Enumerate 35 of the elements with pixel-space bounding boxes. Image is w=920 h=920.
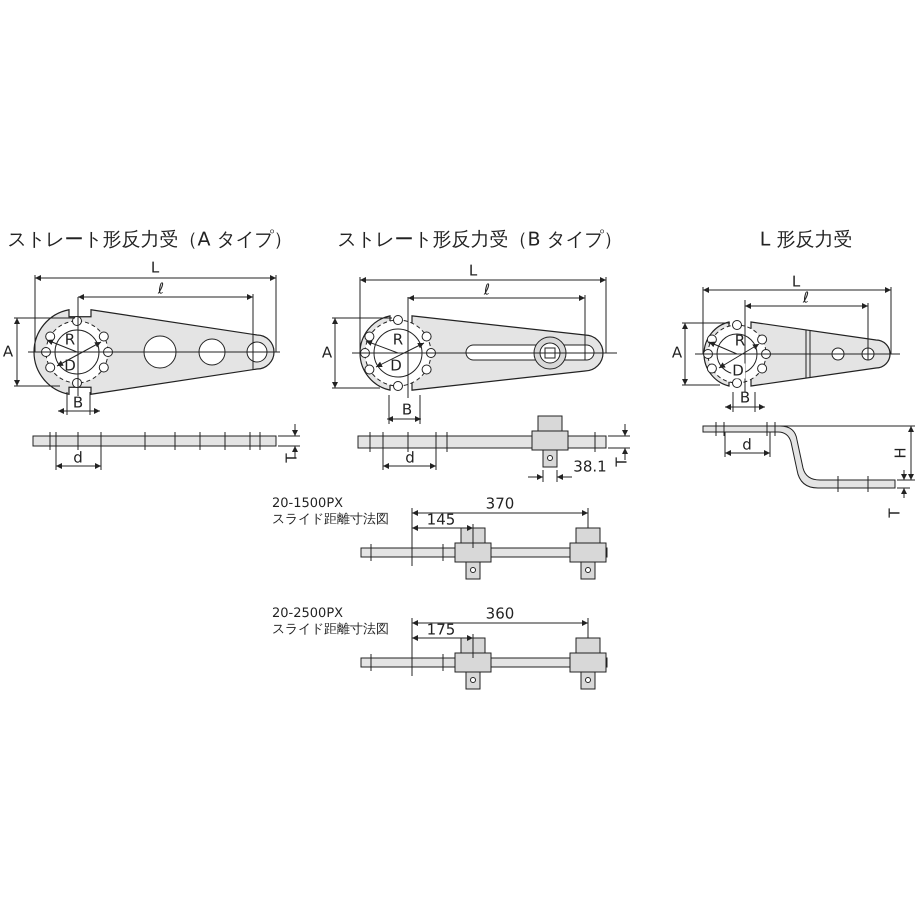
dimension-label: B	[72, 396, 84, 410]
dimension-label: 370	[486, 496, 514, 512]
figure-caption: 20-1500PX スライド距離寸法図	[272, 496, 390, 528]
dimension-label: T	[284, 453, 300, 463]
dimension-label: L	[468, 264, 478, 278]
dimension-label: 145	[426, 512, 456, 528]
dimension-label: D	[390, 358, 402, 374]
figure-heading: ストレート形反力受（A タイプ）	[7, 230, 293, 250]
dimension-label: R	[392, 332, 404, 348]
dimension-label: T	[888, 508, 902, 518]
dimension-label: 360	[486, 606, 514, 622]
dimension-label: ℓ	[484, 282, 490, 298]
dimension-label: R	[64, 332, 76, 348]
figure-heading: ストレート形反力受（B タイプ）	[337, 230, 623, 250]
dimension-label: L	[150, 260, 160, 276]
dimension-label: B	[402, 402, 412, 418]
dimension-label: d	[742, 438, 752, 452]
figure-caption: 20-2500PX スライド距離寸法図	[272, 606, 390, 638]
dimension-label: d	[405, 450, 415, 466]
dimension-label: B	[740, 390, 750, 406]
dimension-label: 175	[426, 622, 456, 638]
dimension-label: A	[322, 346, 332, 360]
dimension-label: T	[614, 457, 630, 467]
figure-heading: L 形反力受	[760, 230, 852, 250]
dimension-label: D	[731, 364, 745, 378]
dimension-label: d	[73, 450, 83, 466]
dimension-label: A	[2, 344, 14, 360]
dimension-label: A	[672, 346, 682, 360]
dimension-label: R	[734, 334, 746, 348]
dimension-label: 38.1	[573, 460, 607, 474]
dimension-label: ℓ	[158, 282, 164, 296]
dimension-label: D	[64, 358, 76, 374]
dimension-label: ℓ	[802, 290, 810, 306]
dimension-label: L	[792, 274, 800, 290]
dimension-label: H	[894, 447, 908, 459]
